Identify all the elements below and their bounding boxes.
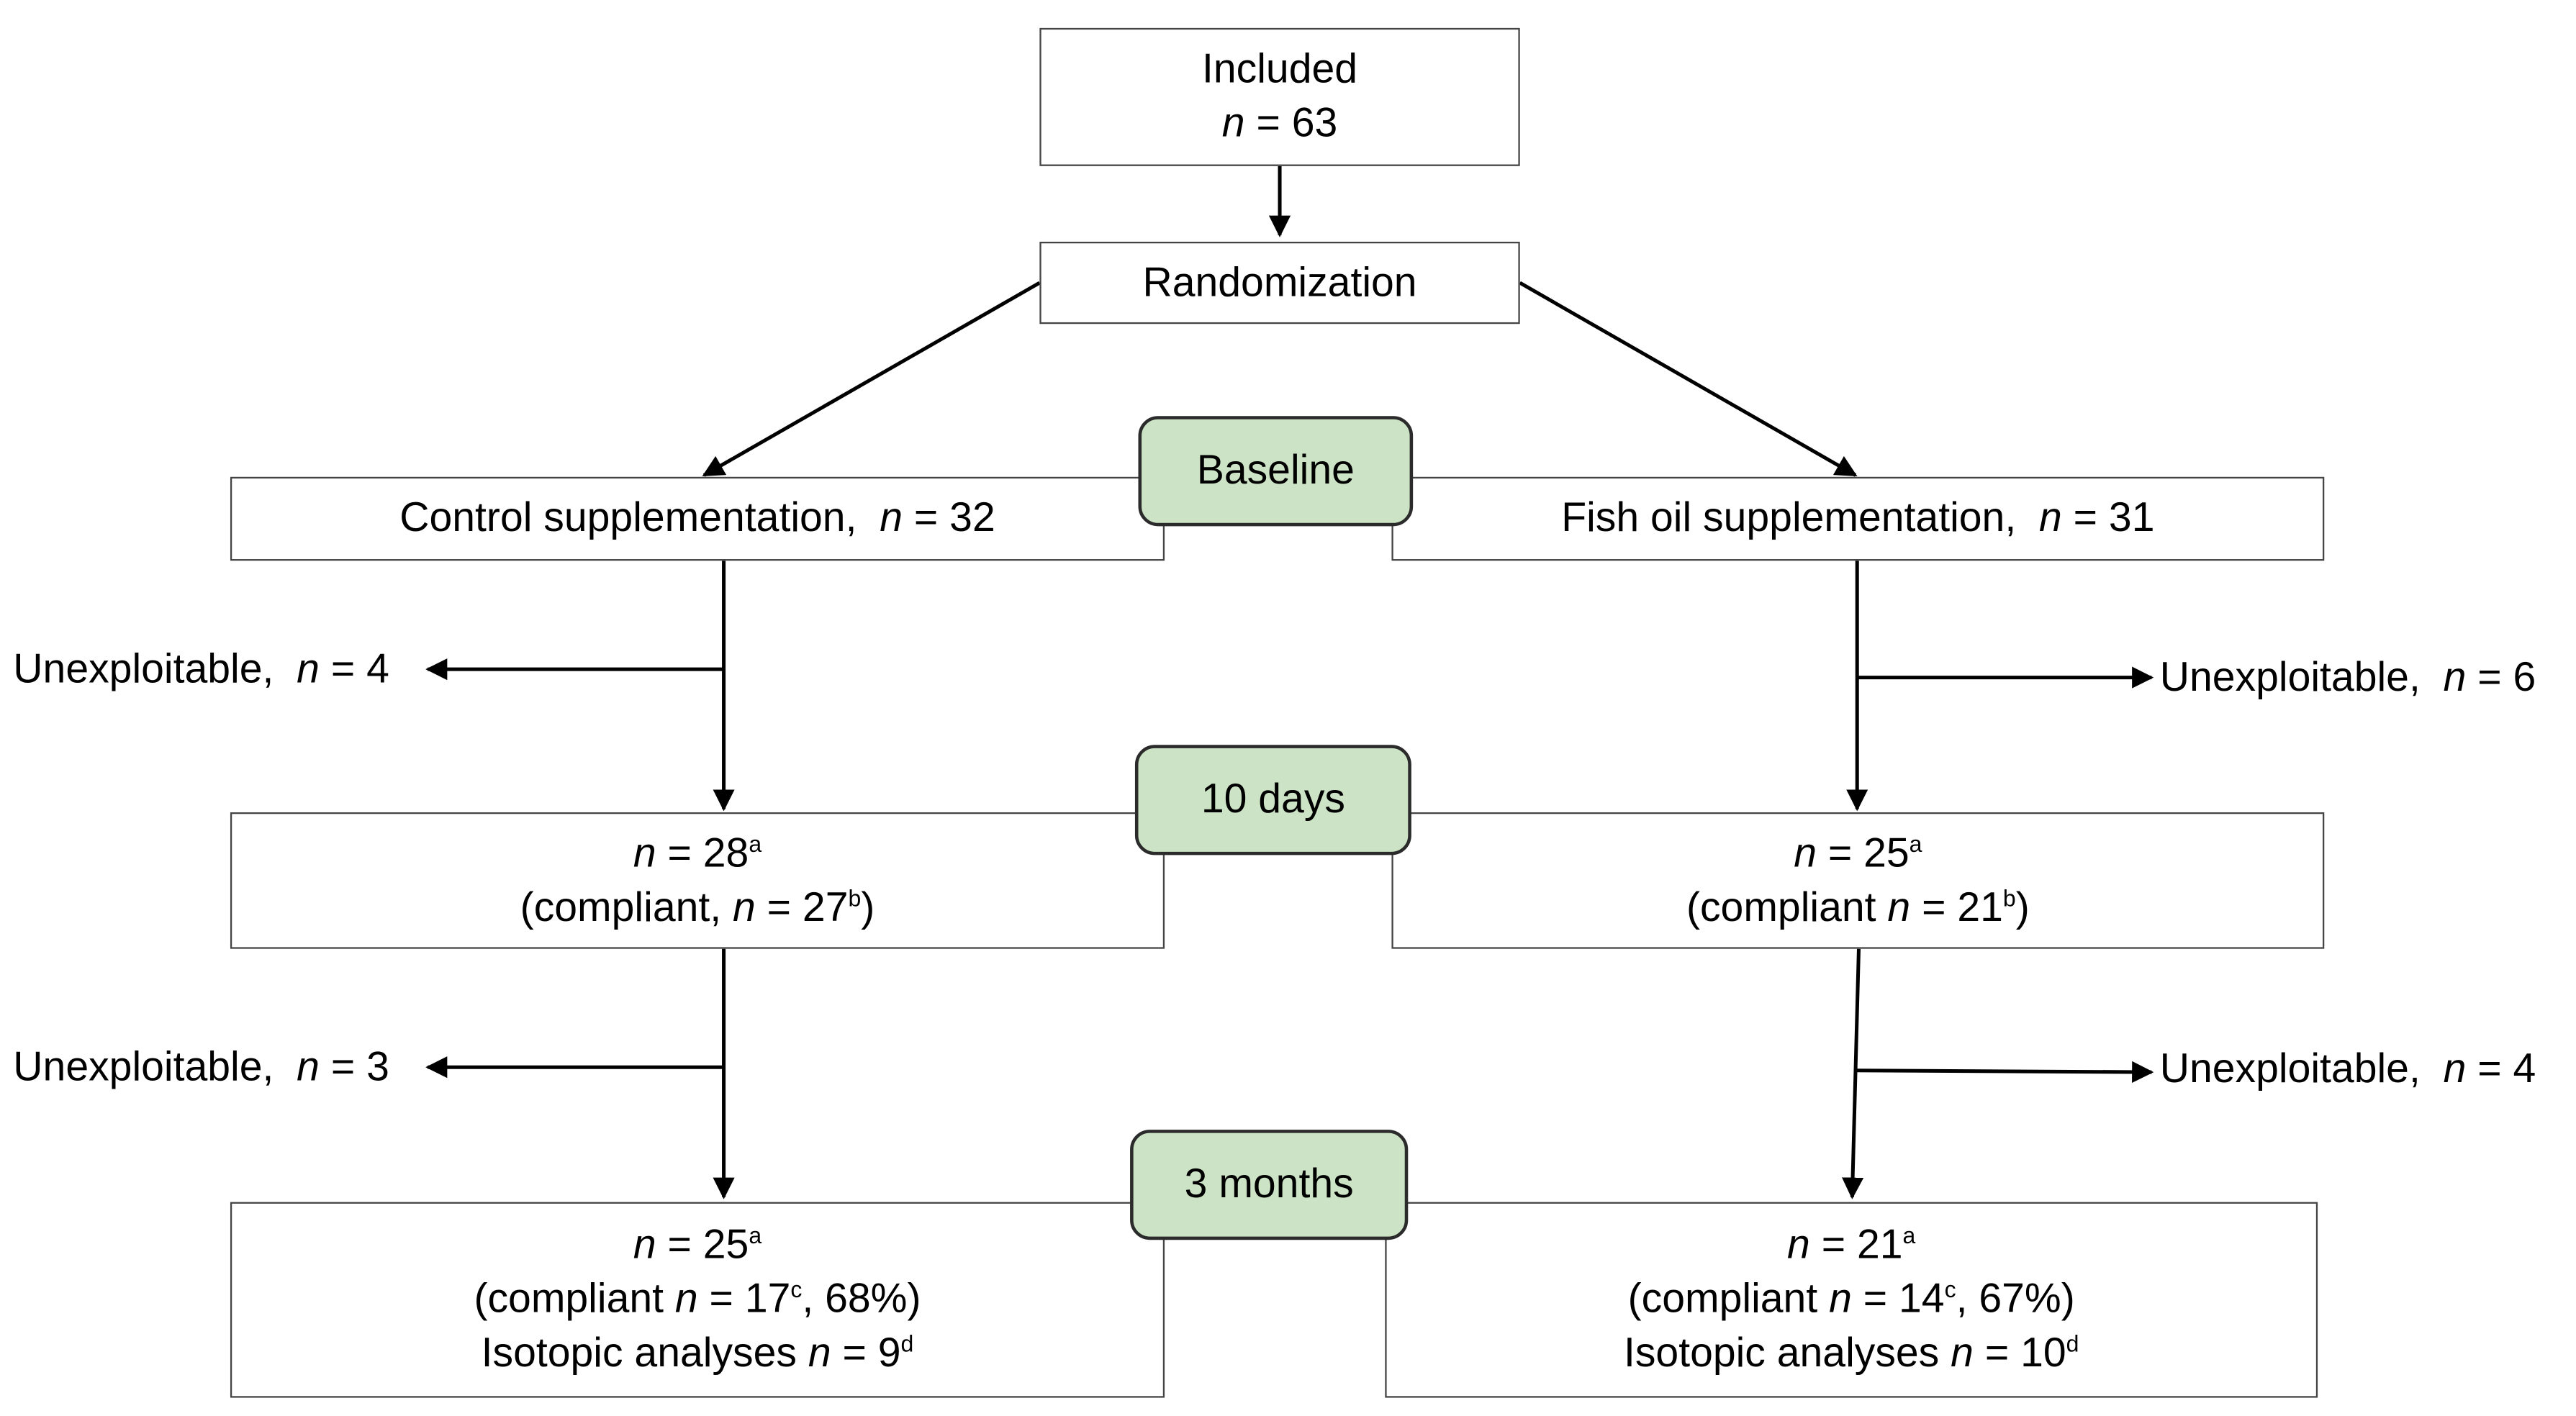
control-day10-compliant: (compliant, n = 27b) (520, 884, 875, 930)
control-month3-compliant: (compliant n = 17c, 68%) (474, 1276, 921, 1322)
included-label: Included (1202, 45, 1358, 92)
stage-10-days-label: 10 days (1201, 776, 1345, 822)
arrow-fishoil-dropout2 (1855, 1061, 2154, 1084)
stage-3-months: 3 months (1130, 1130, 1409, 1240)
arrow-randomization-to-control (702, 281, 1041, 477)
control-unexploitable-1: Unexploitable, n = 4 (13, 646, 389, 693)
control-supplementation-label: Control supplementation, n = 32 (399, 494, 995, 541)
fishoil-month3-box: n = 21a (compliant n = 14c, 67%) Isotopi… (1385, 1202, 2318, 1398)
randomization-label: Randomization (1142, 258, 1417, 305)
fishoil-unexploitable-1: Unexploitable, n = 6 (2159, 654, 2536, 701)
stage-baseline-label: Baseline (1196, 447, 1355, 494)
included-count: n = 63 (1221, 100, 1338, 147)
included-box: Included n = 63 (1039, 27, 1520, 166)
fishoil-supplementation-box: Fish oil supplementation, n = 31 (1391, 476, 2325, 561)
fishoil-month3-compliant: (compliant n = 14c, 67%) (1627, 1276, 2075, 1322)
fishoil-day10-box: n = 25a (compliant n = 21b) (1391, 812, 2325, 949)
arrow-randomization-to-fishoil (1519, 281, 1858, 477)
fishoil-unexploitable-2: Unexploitable, n = 4 (2159, 1045, 2536, 1092)
fishoil-day10-count: n = 25a (1794, 829, 1922, 876)
fishoil-month3-count: n = 21a (1787, 1222, 1916, 1268)
arrow-fishoil-day10-to-month3 (1842, 948, 1864, 1199)
stage-3-months-label: 3 months (1184, 1161, 1354, 1207)
control-month3-box: n = 25a (compliant n = 17c, 68%) Isotopi… (230, 1202, 1165, 1398)
fishoil-day10-compliant: (compliant n = 21b) (1686, 884, 2030, 930)
control-supplementation-box: Control supplementation, n = 32 (230, 476, 1165, 561)
control-unexploitable-2: Unexploitable, n = 3 (13, 1044, 389, 1091)
control-month3-count: n = 25a (633, 1222, 762, 1268)
fishoil-supplementation-label: Fish oil supplementation, n = 31 (1561, 494, 2155, 541)
randomization-box: Randomization (1039, 241, 1520, 324)
stage-10-days: 10 days (1134, 745, 1411, 856)
stage-baseline: Baseline (1138, 416, 1414, 527)
control-month3-isotopic: Isotopic analyses n = 9d (481, 1330, 914, 1376)
control-day10-box: n = 28a (compliant, n = 27b) (230, 812, 1165, 949)
fishoil-month3-isotopic: Isotopic analyses n = 10d (1623, 1330, 2079, 1376)
control-day10-count: n = 28a (633, 829, 762, 876)
